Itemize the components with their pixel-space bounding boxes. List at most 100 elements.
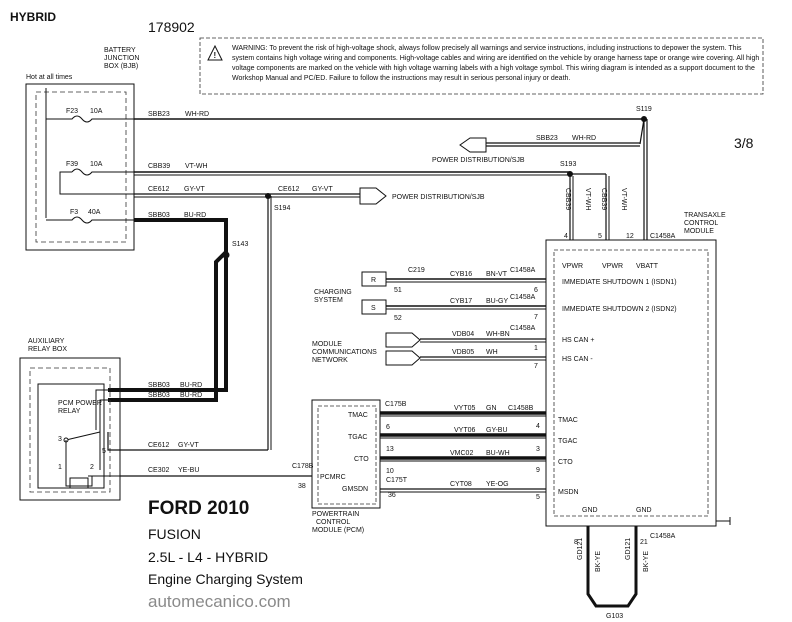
svg-text:SBB03: SBB03 (148, 212, 170, 219)
svg-text:BU-WH: BU-WH (486, 450, 510, 457)
svg-text:5: 5 (598, 233, 602, 240)
svg-text:C175T: C175T (386, 477, 408, 484)
svg-text:WH: WH (486, 349, 498, 356)
fuse-f23-id: F23 (66, 108, 78, 115)
svg-text:GY-VT: GY-VT (178, 442, 199, 449)
svg-text:BK-YE: BK-YE (643, 551, 650, 572)
bjb-title-1: BATTERY (104, 47, 136, 54)
svg-text:BU-GY: BU-GY (486, 298, 509, 305)
svg-text:BN-VT: BN-VT (486, 271, 508, 278)
bjb-title-2: JUNCTION (104, 55, 139, 62)
pd-sjb-top-connector (459, 137, 487, 153)
svg-text:AUXILIARY: AUXILIARY (28, 338, 65, 345)
svg-text:CE612: CE612 (148, 442, 170, 449)
bjb-hot-label: Hot at all times (26, 74, 73, 81)
svg-text:51: 51 (394, 287, 402, 294)
svg-text:BU-RD: BU-RD (180, 392, 202, 399)
svg-text:!: ! (214, 51, 217, 60)
svg-text:RELAY BOX: RELAY BOX (28, 346, 67, 353)
svg-text:C1458A: C1458A (510, 294, 536, 301)
svg-text:MODULE (PCM): MODULE (PCM) (312, 527, 364, 534)
page-indicator: 3/8 (734, 135, 754, 151)
svg-text:NETWORK: NETWORK (312, 357, 348, 364)
svg-text:8: 8 (574, 539, 578, 546)
svg-text:SBB23: SBB23 (536, 135, 558, 142)
svg-text:2: 2 (90, 464, 94, 471)
svg-text:CTO: CTO (354, 456, 369, 463)
svg-text:GD121: GD121 (625, 538, 632, 560)
svg-text:GMSDN: GMSDN (342, 486, 368, 493)
pd-sjb-mid-label: POWER DISTRIBUTION/SJB (392, 194, 485, 201)
svg-text:4: 4 (536, 423, 540, 430)
hybrid-label: HYBRID (10, 10, 56, 24)
svg-text:COMMUNICATIONS: COMMUNICATIONS (312, 349, 377, 356)
svg-text:TGAC: TGAC (558, 438, 577, 445)
fuse-f23-rating: 10A (90, 108, 103, 115)
fuse-f39-rating: 10A (90, 161, 103, 168)
svg-text:TRANSAXLE: TRANSAXLE (684, 212, 726, 219)
footer-engine: 2.5L - L4 - HYBRID (148, 549, 269, 565)
svg-text:VBATT: VBATT (636, 263, 659, 270)
auxiliary-relay-box: AUXILIARY RELAY BOX PCM POWER RELAY 3 5 … (19, 338, 121, 501)
svg-text:VT-WH: VT-WH (584, 188, 591, 211)
fuse-f23 (46, 115, 134, 123)
svg-text:SBB03: SBB03 (148, 382, 170, 389)
fuse-f39-id: F39 (66, 161, 78, 168)
pcm-module: POWERTRAIN CONTROL MODULE (PCM) TMAC TGA… (292, 399, 408, 534)
svg-text:GD121: GD121 (577, 538, 584, 560)
svg-text:VT-WH: VT-WH (185, 163, 208, 170)
svg-text:10: 10 (386, 468, 394, 475)
svg-text:S194: S194 (274, 205, 290, 212)
footer-model: FUSION (148, 526, 201, 542)
svg-text:SBB03: SBB03 (148, 392, 170, 399)
svg-text:C178B: C178B (292, 463, 314, 470)
svg-text:CYB16: CYB16 (450, 271, 472, 278)
fuse-f3-id: F3 (70, 209, 78, 216)
svg-text:VT-WH: VT-WH (620, 188, 627, 211)
svg-text:CONTROL: CONTROL (684, 220, 718, 227)
svg-text:SBB23: SBB23 (148, 111, 170, 118)
svg-text:CHARGING: CHARGING (314, 289, 352, 296)
svg-text:GND: GND (636, 507, 652, 514)
svg-text:GND: GND (582, 507, 598, 514)
svg-text:52: 52 (394, 315, 402, 322)
svg-text:CONTROL: CONTROL (316, 519, 350, 526)
svg-text:C175B: C175B (385, 401, 407, 408)
svg-text:CBB39: CBB39 (600, 188, 607, 210)
svg-text:9: 9 (536, 467, 540, 474)
pd-sjb-top-label: POWER DISTRIBUTION/SJB (432, 157, 525, 164)
svg-text:S143: S143 (232, 241, 248, 248)
svg-text:21: 21 (640, 539, 648, 546)
svg-text:GN: GN (486, 405, 497, 412)
svg-text:GY-BU: GY-BU (486, 427, 508, 434)
svg-text:MODULE: MODULE (684, 228, 714, 235)
pd-sjb-mid-connector (359, 187, 387, 205)
svg-text:PCMRC: PCMRC (320, 474, 346, 481)
tcm-module: TRANSAXLE CONTROL MODULE 4 5 12 C1458A V… (545, 212, 731, 527)
fuse-f39 (71, 168, 134, 176)
svg-text:TMAC: TMAC (348, 412, 368, 419)
footer-system: Engine Charging System (148, 571, 303, 587)
svg-text:GY-VT: GY-VT (184, 186, 205, 193)
charging-system: CHARGING SYSTEM R S C219 51 52 (314, 267, 425, 322)
warning-triangle-icon: ! (207, 44, 223, 61)
svg-text:C1458A: C1458A (650, 533, 676, 540)
svg-text:38: 38 (298, 483, 306, 490)
svg-text:WH-RD: WH-RD (185, 111, 209, 118)
svg-text:1: 1 (534, 345, 538, 352)
fuse-f3-rating: 40A (88, 209, 101, 216)
svg-text:CBB39: CBB39 (564, 188, 571, 210)
svg-text:MSDN: MSDN (558, 489, 579, 496)
svg-text:IMMEDIATE SHUTDOWN 1 (ISDN1): IMMEDIATE SHUTDOWN 1 (ISDN1) (562, 279, 677, 286)
svg-text:7: 7 (534, 363, 538, 370)
svg-text:S193: S193 (560, 161, 576, 168)
svg-text:3: 3 (536, 446, 540, 453)
svg-text:5: 5 (102, 448, 106, 455)
svg-text:CYB17: CYB17 (450, 298, 472, 305)
svg-text:POWERTRAIN: POWERTRAIN (312, 511, 359, 518)
svg-text:CE302: CE302 (148, 467, 170, 474)
bjb-title-3: BOX (BJB) (104, 63, 138, 70)
warning-box (199, 37, 764, 95)
svg-text:HS CAN +: HS CAN + (562, 337, 594, 344)
svg-text:GY-VT: GY-VT (312, 186, 333, 193)
